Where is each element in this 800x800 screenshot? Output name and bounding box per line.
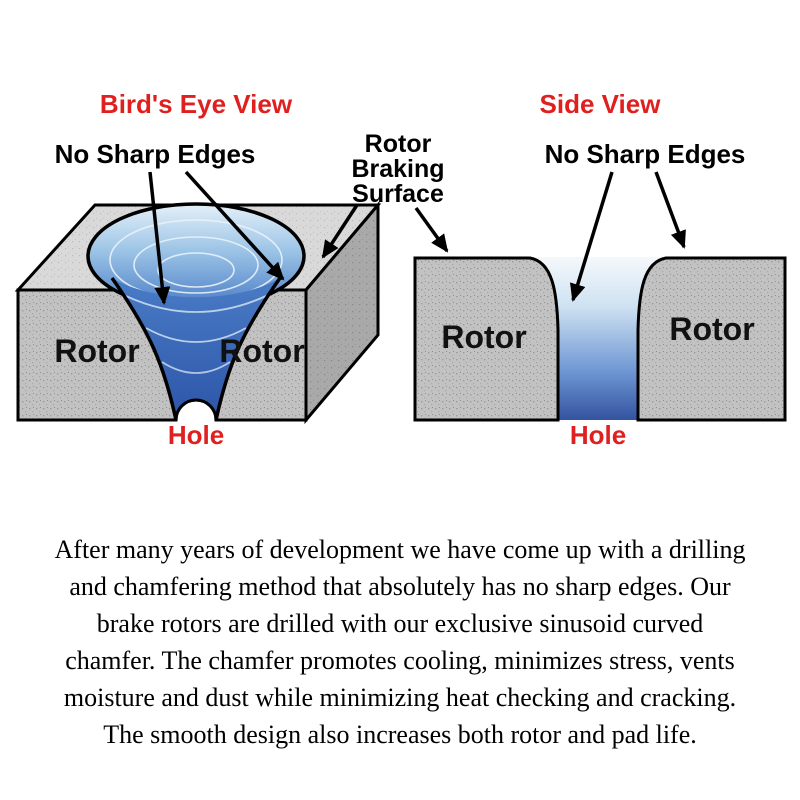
body-text: After many years of development we have … xyxy=(10,531,790,753)
rotor-label-left: Rotor xyxy=(54,333,139,369)
hole-label-birdseye: Hole xyxy=(168,420,224,450)
hole-channel xyxy=(530,257,666,420)
body-text-line: The smooth design also increases both ro… xyxy=(103,720,697,749)
rotor-braking-surface-label: Rotor Braking Surface xyxy=(351,130,444,208)
body-text-line: brake rotors are drilled with our exclus… xyxy=(96,609,704,638)
rotor-label-side-left: Rotor xyxy=(441,319,526,355)
bowl-contour-ring xyxy=(133,236,259,294)
arrow-braking-surface-right xyxy=(414,206,449,253)
hole-notch-arc xyxy=(174,398,218,421)
birdseye-title: Bird's Eye View xyxy=(100,89,293,119)
funnel-contours xyxy=(125,295,267,374)
rbs-line-1: Rotor xyxy=(365,130,432,158)
bowl-contour-ring xyxy=(157,252,235,288)
side-view: Rotor Rotor xyxy=(413,256,787,422)
rotor-diagram: Rotor Rotor Rotor Rotor Bird's Eye View … xyxy=(14,89,787,450)
body-text-line: chamfer. The chamfer promotes cooling, m… xyxy=(65,646,735,675)
arrow-no-sharp-right-2 xyxy=(654,171,686,249)
funnel-left-edge xyxy=(110,276,178,421)
rotor-label-right: Rotor xyxy=(219,333,304,369)
rotor-label-side-right: Rotor xyxy=(669,311,754,347)
no-sharp-edges-right-label: No Sharp Edges xyxy=(545,139,746,169)
arrow-no-sharp-right-1 xyxy=(570,171,614,302)
rbs-line-2: Braking xyxy=(351,155,444,183)
side-left-block xyxy=(413,256,560,422)
chamfer-funnel xyxy=(112,278,280,420)
side-title: Side View xyxy=(540,89,662,119)
hole-label-side: Hole xyxy=(570,420,626,450)
rbs-line-3: Surface xyxy=(352,180,444,208)
body-text-line: and chamfering method that absolutely ha… xyxy=(69,572,731,601)
funnel-contour-line xyxy=(145,327,247,343)
side-right-block xyxy=(636,256,787,422)
funnel-right-edge xyxy=(214,276,282,421)
body-text-line: moisture and dust while minimizing heat … xyxy=(63,683,737,712)
arrow-braking-surface-left xyxy=(321,204,359,259)
funnel-contour-line xyxy=(125,295,267,313)
birdseye-view: Rotor Rotor xyxy=(14,200,382,425)
arrow-no-sharp-left-2 xyxy=(184,170,285,281)
arrow-no-sharp-left-1 xyxy=(148,171,171,305)
funnel-contour-line xyxy=(161,361,231,374)
no-sharp-edges-left-label: No Sharp Edges xyxy=(55,139,256,169)
body-text-line: After many years of development we have … xyxy=(54,535,746,564)
